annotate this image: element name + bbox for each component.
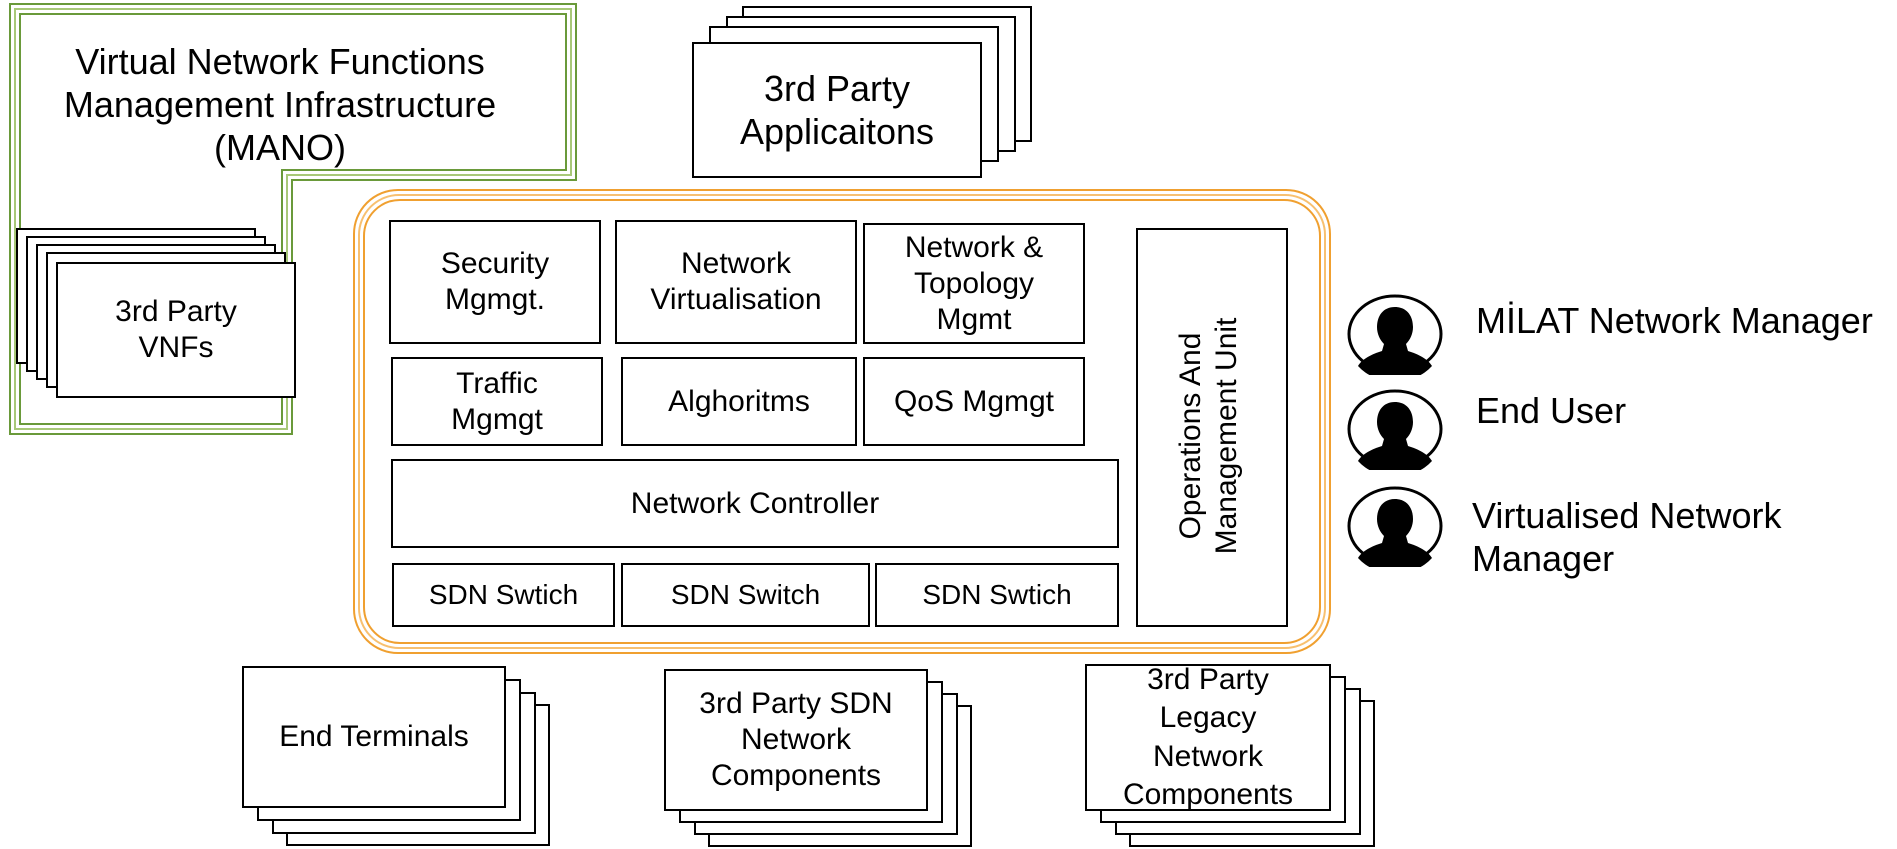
legacy-components-stack: 3rd Party Legacy Network Components bbox=[1085, 663, 1377, 849]
mano-title: Virtual Network Functions Management Inf… bbox=[63, 41, 497, 169]
user-label-virtualised-manager: Virtualised Network Manager bbox=[1472, 495, 1782, 580]
person-icon bbox=[1347, 486, 1443, 567]
applications-stack: 3rd Party Applicaitons bbox=[692, 6, 1032, 180]
legacy-components-box[interactable]: 3rd Party Legacy Network Components bbox=[1085, 663, 1331, 811]
algorithms-box[interactable]: Alghoritms bbox=[621, 357, 857, 446]
person-icon bbox=[1347, 389, 1443, 470]
user-label-network-manager: MİLAT Network Manager bbox=[1476, 300, 1873, 341]
end-terminals-stack: End Terminals bbox=[242, 666, 552, 848]
network-controller-box[interactable]: Network Controller bbox=[391, 459, 1119, 548]
vnfs-box[interactable]: 3rd Party VNFs bbox=[56, 262, 296, 398]
network-topology-box[interactable]: Network & Topology Mgmt bbox=[863, 223, 1085, 344]
operations-unit-box[interactable] bbox=[1136, 228, 1288, 627]
end-terminals-box[interactable]: End Terminals bbox=[242, 666, 506, 808]
network-virtualisation-box[interactable]: Network Virtualisation bbox=[615, 220, 857, 344]
user-label-end-user: End User bbox=[1476, 390, 1627, 431]
sdn-components-box[interactable]: 3rd Party SDN Network Components bbox=[664, 669, 928, 811]
sdn-switch-3[interactable]: SDN Swtich bbox=[875, 563, 1119, 627]
sdn-components-stack: 3rd Party SDN Network Components bbox=[664, 669, 974, 849]
security-mgmt-box[interactable]: Security Mgmgt. bbox=[389, 220, 601, 344]
sdn-switch-1[interactable]: SDN Swtich bbox=[392, 563, 615, 627]
qos-mgmt-box[interactable]: QoS Mgmgt bbox=[863, 357, 1085, 446]
vnf-stack: 3rd Party VNFs bbox=[16, 228, 298, 402]
applications-box[interactable]: 3rd Party Applicaitons bbox=[692, 42, 982, 178]
traffic-mgmt-box[interactable]: Traffic Mgmgt bbox=[391, 357, 603, 446]
sdn-switch-2[interactable]: SDN Switch bbox=[621, 563, 870, 627]
person-icon bbox=[1347, 294, 1443, 375]
operations-unit-label: Operations And Management Unit bbox=[1174, 317, 1243, 555]
